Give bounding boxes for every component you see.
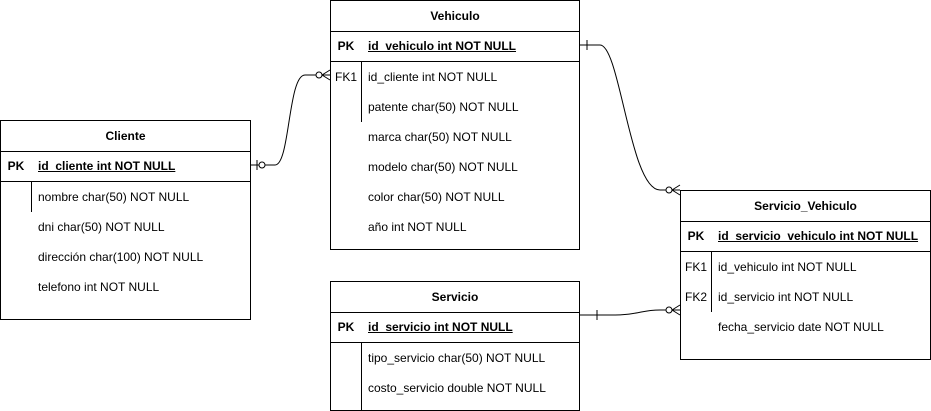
pk-attribute: id_cliente int NOT NULL	[38, 159, 176, 173]
key-divider	[31, 182, 32, 212]
attribute-row: marca char(50) NOT NULL	[331, 122, 579, 152]
edge-vehiculo-serviciovehiculo	[580, 44, 680, 191]
pk-row: PK id_servicio_vehiculo int NOT NULL	[681, 221, 930, 252]
attribute: fecha_servicio date NOT NULL	[718, 320, 884, 334]
key-label	[331, 212, 361, 242]
key-label	[331, 152, 361, 182]
entity-servicio-vehiculo[interactable]: Servicio_Vehiculo PK id_servicio_vehicul…	[680, 190, 931, 360]
pk-label: PK	[337, 39, 355, 53]
attribute: dni char(50) NOT NULL	[38, 220, 165, 234]
fk-label: FK1	[684, 260, 707, 274]
key-label	[1, 272, 31, 302]
attribute-row: dni char(50) NOT NULL	[1, 212, 250, 242]
key-divider	[361, 343, 362, 411]
attribute: año int NOT NULL	[368, 220, 467, 234]
edge-cliente-vehiculo	[250, 74, 330, 166]
pk-row: PK id_cliente int NOT NULL	[1, 151, 250, 182]
attribute: id_vehiculo int NOT NULL	[718, 260, 857, 274]
edge-servicio-serviciovehiculo	[580, 309, 680, 316]
attribute-row: telefono int NOT NULL	[1, 272, 250, 302]
key-divider	[361, 62, 362, 122]
pk-attribute: id_vehiculo int NOT NULL	[368, 39, 517, 53]
pk-label: PK	[687, 229, 705, 243]
attribute-row: fecha_servicio date NOT NULL	[681, 312, 930, 342]
fk-label: FK1	[334, 70, 357, 84]
attribute-row: costo_servicio double NOT NULL	[331, 373, 579, 403]
attribute-row: dirección char(100) NOT NULL	[1, 242, 250, 272]
key-label	[1, 182, 31, 212]
attribute: telefono int NOT NULL	[38, 280, 160, 294]
attribute: id_cliente int NOT NULL	[368, 70, 498, 84]
entity-servicio[interactable]: Servicio PK id_servicio int NOT NULL tip…	[330, 281, 580, 411]
attribute-row: tipo_servicio char(50) NOT NULL	[331, 343, 579, 373]
entity-title: Cliente	[1, 121, 250, 152]
key-label	[331, 92, 361, 122]
pk-label: PK	[7, 159, 25, 173]
attribute: modelo char(50) NOT NULL	[368, 160, 518, 174]
entity-title: Servicio_Vehiculo	[681, 191, 930, 222]
pk-attribute: id_servicio int NOT NULL	[368, 320, 513, 334]
attribute: costo_servicio double NOT NULL	[368, 381, 546, 395]
entity-cliente[interactable]: Cliente PK id_cliente int NOT NULL nombr…	[0, 120, 251, 320]
key-label	[331, 182, 361, 212]
attribute-row: FK1 id_vehiculo int NOT NULL	[681, 252, 930, 282]
attribute: tipo_servicio char(50) NOT NULL	[368, 351, 546, 365]
pk-row: PK id_vehiculo int NOT NULL	[331, 31, 579, 62]
attribute: dirección char(100) NOT NULL	[38, 250, 204, 264]
attribute-row: FK1 id_cliente int NOT NULL	[331, 62, 579, 92]
pk-row: PK id_servicio int NOT NULL	[331, 312, 579, 343]
key-label	[1, 212, 31, 242]
key-label	[681, 312, 711, 342]
attribute-row: patente char(50) NOT NULL	[331, 92, 579, 122]
attribute-row: año int NOT NULL	[331, 212, 579, 242]
pk-label: PK	[337, 320, 355, 334]
attribute-row: modelo char(50) NOT NULL	[331, 152, 579, 182]
attribute-row: color char(50) NOT NULL	[331, 182, 579, 212]
attribute: color char(50) NOT NULL	[368, 190, 505, 204]
attribute: marca char(50) NOT NULL	[368, 130, 512, 144]
entity-title: Servicio	[331, 282, 579, 313]
attribute: id_servicio int NOT NULL	[718, 290, 854, 304]
pk-attribute: id_servicio_vehiculo int NOT NULL	[718, 229, 919, 243]
attribute: patente char(50) NOT NULL	[368, 100, 519, 114]
attribute-row: FK2 id_servicio int NOT NULL	[681, 282, 930, 312]
attribute: nombre char(50) NOT NULL	[38, 190, 190, 204]
key-divider	[711, 252, 712, 312]
fk-label: FK2	[684, 290, 707, 304]
key-label	[1, 242, 31, 272]
entity-title: Vehiculo	[331, 1, 579, 32]
attribute-row: nombre char(50) NOT NULL	[1, 182, 250, 212]
key-label	[331, 122, 361, 152]
key-label	[331, 373, 361, 403]
entity-vehiculo[interactable]: Vehiculo PK id_vehiculo int NOT NULL FK1…	[330, 0, 580, 250]
key-label	[331, 343, 361, 373]
